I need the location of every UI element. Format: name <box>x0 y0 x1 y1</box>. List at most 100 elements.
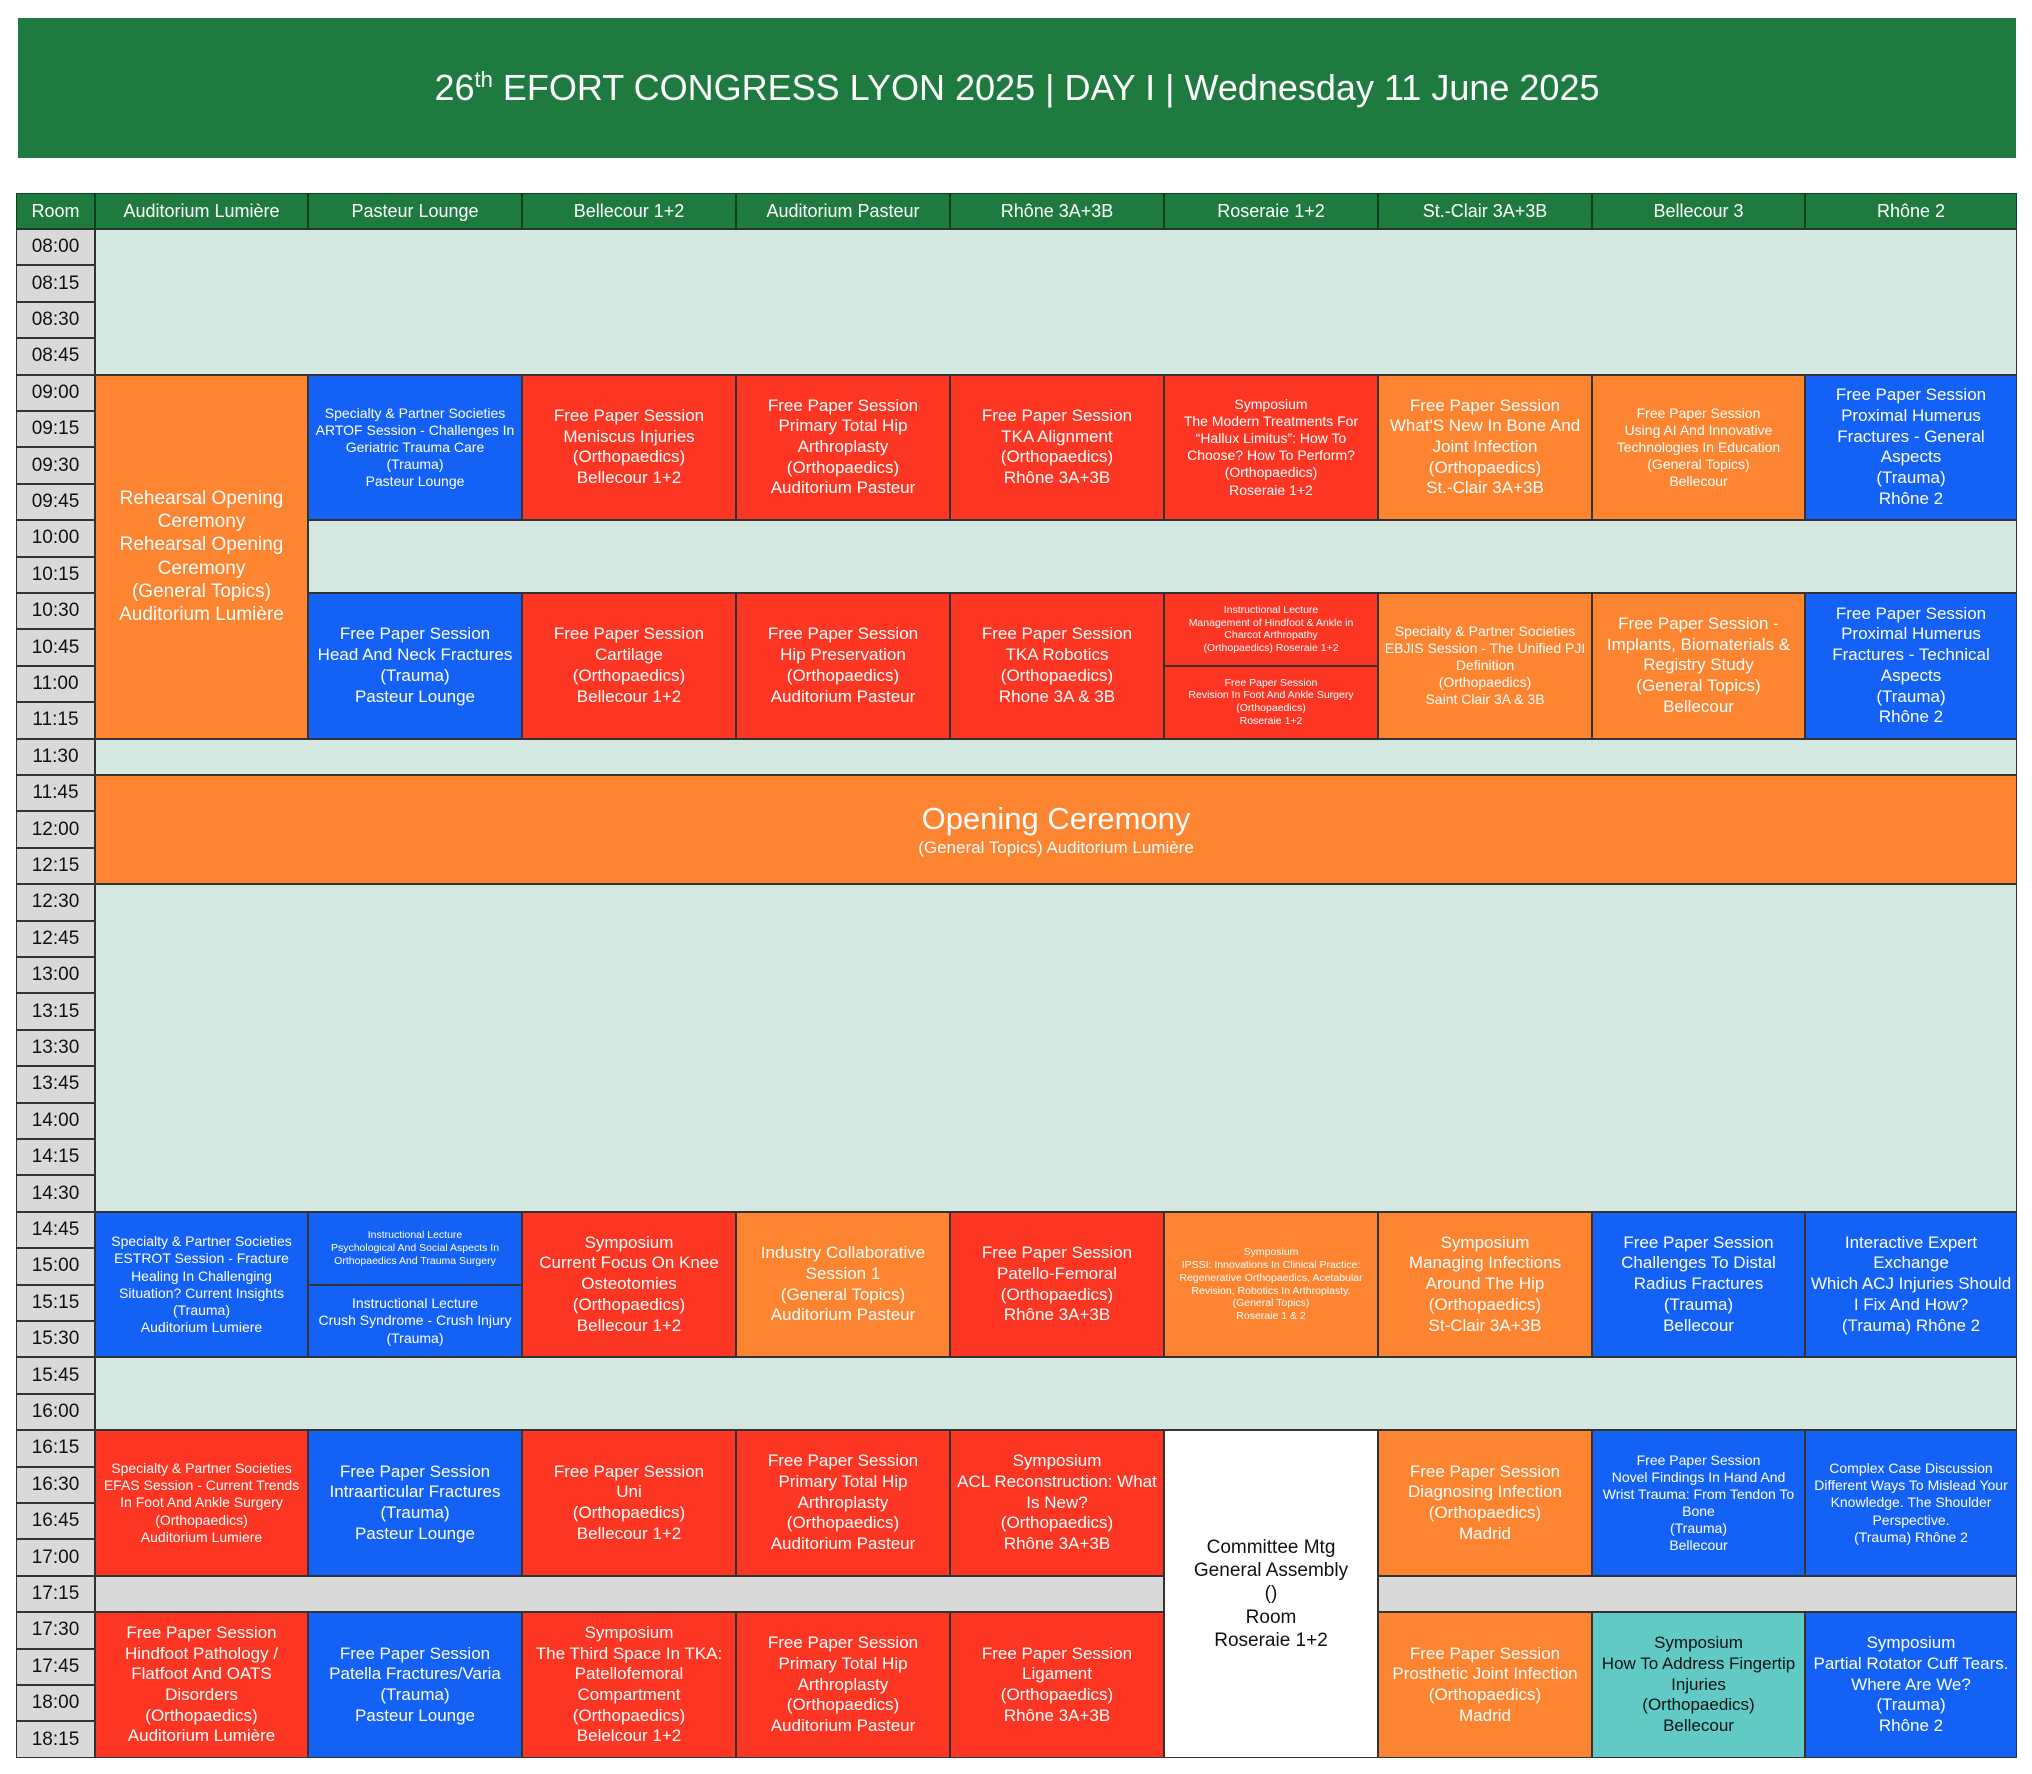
session-line: Rhone 3A & 3B <box>998 686 1116 706</box>
session-line: Free Paper Session <box>553 624 705 644</box>
time-slot-label: 15:00 <box>16 1248 95 1285</box>
time-slot-label: 11:15 <box>16 702 95 739</box>
session-line: Bellecour <box>1669 1537 1728 1554</box>
time-slot-label: 16:30 <box>16 1466 95 1503</box>
time-slot-label: 10:30 <box>16 593 95 630</box>
session-line: (Orthopaedics) <box>155 1511 248 1528</box>
time-slot-label: 13:45 <box>16 1066 95 1103</box>
room-header: Bellecour 3 <box>1592 193 1805 229</box>
time-slot-label: 18:00 <box>16 1685 95 1722</box>
session-line: Room <box>1245 1606 1297 1628</box>
session-line: Using AI And Innovative Technologies In … <box>1616 421 1781 455</box>
session-line: Meniscus Injuries <box>563 426 695 446</box>
time-slot-label: 14:30 <box>16 1175 95 1212</box>
session-line: Patella Fractures/Varia <box>329 1664 501 1684</box>
session-block[interactable]: Industry Collaborative Session 1(General… <box>736 1211 950 1358</box>
time-slot-label: 17:00 <box>16 1539 95 1576</box>
session-line: (Trauma) <box>386 455 444 472</box>
session-line: (Orthopaedics) <box>1642 1695 1755 1715</box>
session-line: Bellecour 1+2 <box>576 468 682 488</box>
session-line: Free Paper Session <box>981 1643 1133 1663</box>
session-line: Free Paper Session <box>339 1643 491 1663</box>
session-line: Free Paper Session <box>1224 676 1318 689</box>
session-line: Auditorium Lumiere <box>140 1528 263 1545</box>
session-line: Which ACJ Injuries Should I Fix And How? <box>1810 1274 2012 1314</box>
session-line: Different Ways To Mislead Your Knowledge… <box>1814 1477 2008 1528</box>
empty-slot-band <box>95 1357 2017 1431</box>
time-slot-label: 10:00 <box>16 520 95 557</box>
session-line: (Orthopaedics) <box>1000 1684 1114 1704</box>
session-line: Hip Preservation <box>780 645 906 665</box>
session-line: (Orthopaedics) <box>145 1705 258 1725</box>
time-slot-label: 17:30 <box>16 1612 95 1649</box>
session-line: Symposium <box>1440 1232 1530 1252</box>
session-block[interactable]: Free Paper Session - Implants, Biomateri… <box>1592 593 1805 739</box>
time-slot-label: 11:45 <box>16 775 95 812</box>
session-line: Saint Clair 3A & 3B <box>1425 691 1545 708</box>
session-line: (Orthopaedics) <box>572 1705 686 1725</box>
time-slot-label: 09:15 <box>16 411 95 448</box>
session-line: (Orthopaedics) <box>1000 1284 1114 1304</box>
session-line: Free Paper Session <box>767 1633 919 1653</box>
session-line: (Trauma) <box>1663 1294 1734 1314</box>
session-line: Auditorium Pasteur <box>770 1305 916 1325</box>
session-line: Interactive Expert Exchange <box>1844 1232 1978 1273</box>
empty-slot-band <box>95 738 2017 775</box>
session-line: Partial Rotator Cuff Tears. Where Are We… <box>1813 1653 2009 1694</box>
session-line: () <box>1264 1583 1278 1605</box>
session-line: Roseraie 1+2 <box>1229 481 1313 498</box>
session-line: Auditorium Lumière <box>127 1726 276 1746</box>
opening-ceremony-session[interactable]: Opening Ceremony (General Topics) Audito… <box>95 775 2017 885</box>
session-line: Uni <box>616 1482 642 1502</box>
session-line: Ligament <box>1022 1664 1092 1684</box>
session-line: Roseraie 1+2 <box>1214 1629 1328 1651</box>
session-line: Bellecour 1+2 <box>576 1315 682 1335</box>
session-line: Madrid <box>1459 1705 1511 1725</box>
time-slot-label: 13:15 <box>16 993 95 1030</box>
session-line: Bellecour <box>1663 1315 1734 1335</box>
